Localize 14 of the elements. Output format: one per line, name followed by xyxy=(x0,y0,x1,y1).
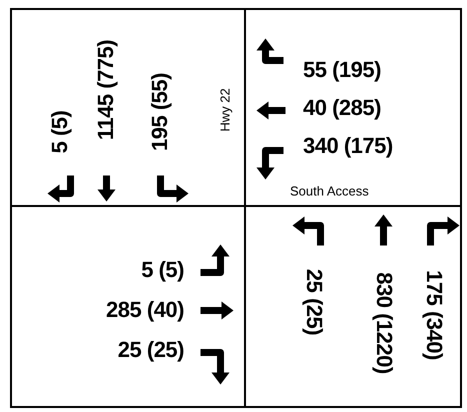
volume-label: 40 (285) xyxy=(303,97,381,119)
volume-label: 195 (55) xyxy=(149,73,171,151)
volume-label: 285 (40) xyxy=(106,299,184,321)
volume-label: 25 (25) xyxy=(118,339,184,361)
volume-label: 25 (25) xyxy=(303,268,325,336)
street-name-label: Hwy 22 xyxy=(218,88,232,132)
street-name-label: South Access xyxy=(290,184,369,198)
volume-label: 5 (5) xyxy=(49,110,71,154)
volume-label: 175 (340) xyxy=(423,270,445,360)
volume-label: 1145 (775) xyxy=(95,40,117,140)
volume-label: 340 (175) xyxy=(303,135,393,157)
volume-label: 830 (1220) xyxy=(373,272,395,374)
volume-label: 55 (195) xyxy=(303,59,381,81)
volume-label: 5 (5) xyxy=(141,259,184,281)
